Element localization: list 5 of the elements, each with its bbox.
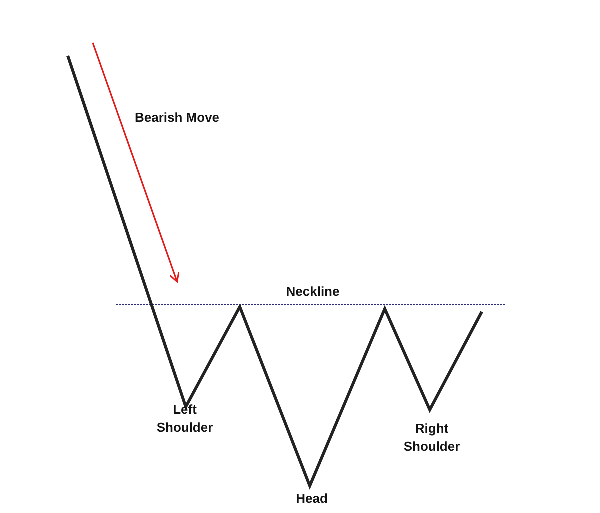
- pattern-label: Right Shoulder: [402, 420, 462, 456]
- pattern-label: Head: [295, 490, 329, 508]
- neckline-label: Neckline: [285, 283, 341, 301]
- pattern-label: Left Shoulder: [156, 401, 214, 437]
- annotation-label: Bearish Move: [135, 109, 221, 127]
